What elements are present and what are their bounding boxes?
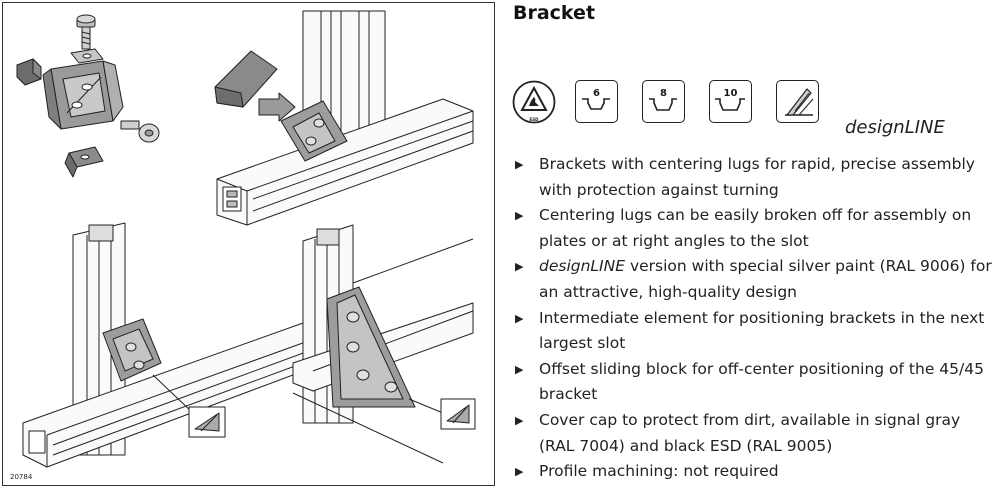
bullet-arrow-icon: ▶ bbox=[515, 413, 524, 427]
large-bracket-view bbox=[292, 224, 476, 464]
list-item: ▶ Brackets with centering lugs for rapid,… bbox=[512, 152, 997, 203]
list-item: ▶ Profile machining: not required bbox=[512, 459, 997, 485]
feature-text: Brackets with centering lugs for rapid, … bbox=[539, 155, 975, 199]
feature-text: Profile machining: not required bbox=[539, 462, 779, 481]
slot-size: 10 bbox=[723, 88, 738, 99]
feature-text: Centering lugs can be easily broken off … bbox=[539, 206, 972, 250]
bullet-arrow-icon: ▶ bbox=[515, 260, 524, 274]
design-line-label: designLINE bbox=[845, 117, 945, 138]
exploded-bracket-view bbox=[16, 14, 160, 178]
cover-cap-view bbox=[214, 10, 474, 226]
list-item: ▶ Intermediate element for positioning br… bbox=[512, 306, 997, 357]
feature-list: ▶ Brackets with centering lugs for rapid,… bbox=[512, 152, 997, 485]
product-illustration: 20784 bbox=[2, 2, 495, 486]
list-item: ▶ Centering lugs can be easily broken off… bbox=[512, 203, 997, 254]
slot-6-icon: 6 bbox=[575, 80, 618, 123]
feature-text: version with special silver paint (RAL 9… bbox=[539, 257, 992, 301]
corner-assembly-view bbox=[22, 222, 326, 468]
illustration-drawing bbox=[16, 10, 476, 468]
feature-text: Offset sliding block for off-center posi… bbox=[539, 359, 984, 404]
feature-emphasis: designLINE bbox=[539, 257, 626, 276]
feature-text: Cover cap to protect from dirt, availabl… bbox=[539, 410, 961, 455]
bullet-arrow-icon: ▶ bbox=[515, 311, 524, 325]
page-title: Bracket bbox=[513, 2, 596, 24]
slot-10-icon: 10 bbox=[709, 80, 752, 123]
symbol-row: ESD 6 8 10 designLINE bbox=[512, 80, 992, 138]
slot-8-icon: 8 bbox=[642, 80, 685, 123]
list-item: ▶ designLINE version with special silver … bbox=[512, 254, 997, 305]
design-line-icon bbox=[776, 80, 819, 123]
esd-icon: ESD bbox=[512, 80, 556, 124]
bullet-arrow-icon: ▶ bbox=[515, 362, 524, 376]
slot-size: 6 bbox=[593, 88, 600, 99]
feature-text: Intermediate element for positioning bra… bbox=[539, 308, 985, 353]
bullet-arrow-icon: ▶ bbox=[515, 209, 524, 223]
bullet-arrow-icon: ▶ bbox=[515, 465, 524, 479]
bullet-arrow-icon: ▶ bbox=[515, 158, 524, 171]
slot-size: 8 bbox=[660, 88, 667, 99]
list-item: ▶ Cover cap to protect from dirt, availab… bbox=[512, 408, 997, 459]
list-item: ▶ Offset sliding block for off-center pos… bbox=[512, 357, 997, 408]
figure-number: 20784 bbox=[10, 473, 33, 481]
esd-label: ESD bbox=[529, 117, 539, 122]
